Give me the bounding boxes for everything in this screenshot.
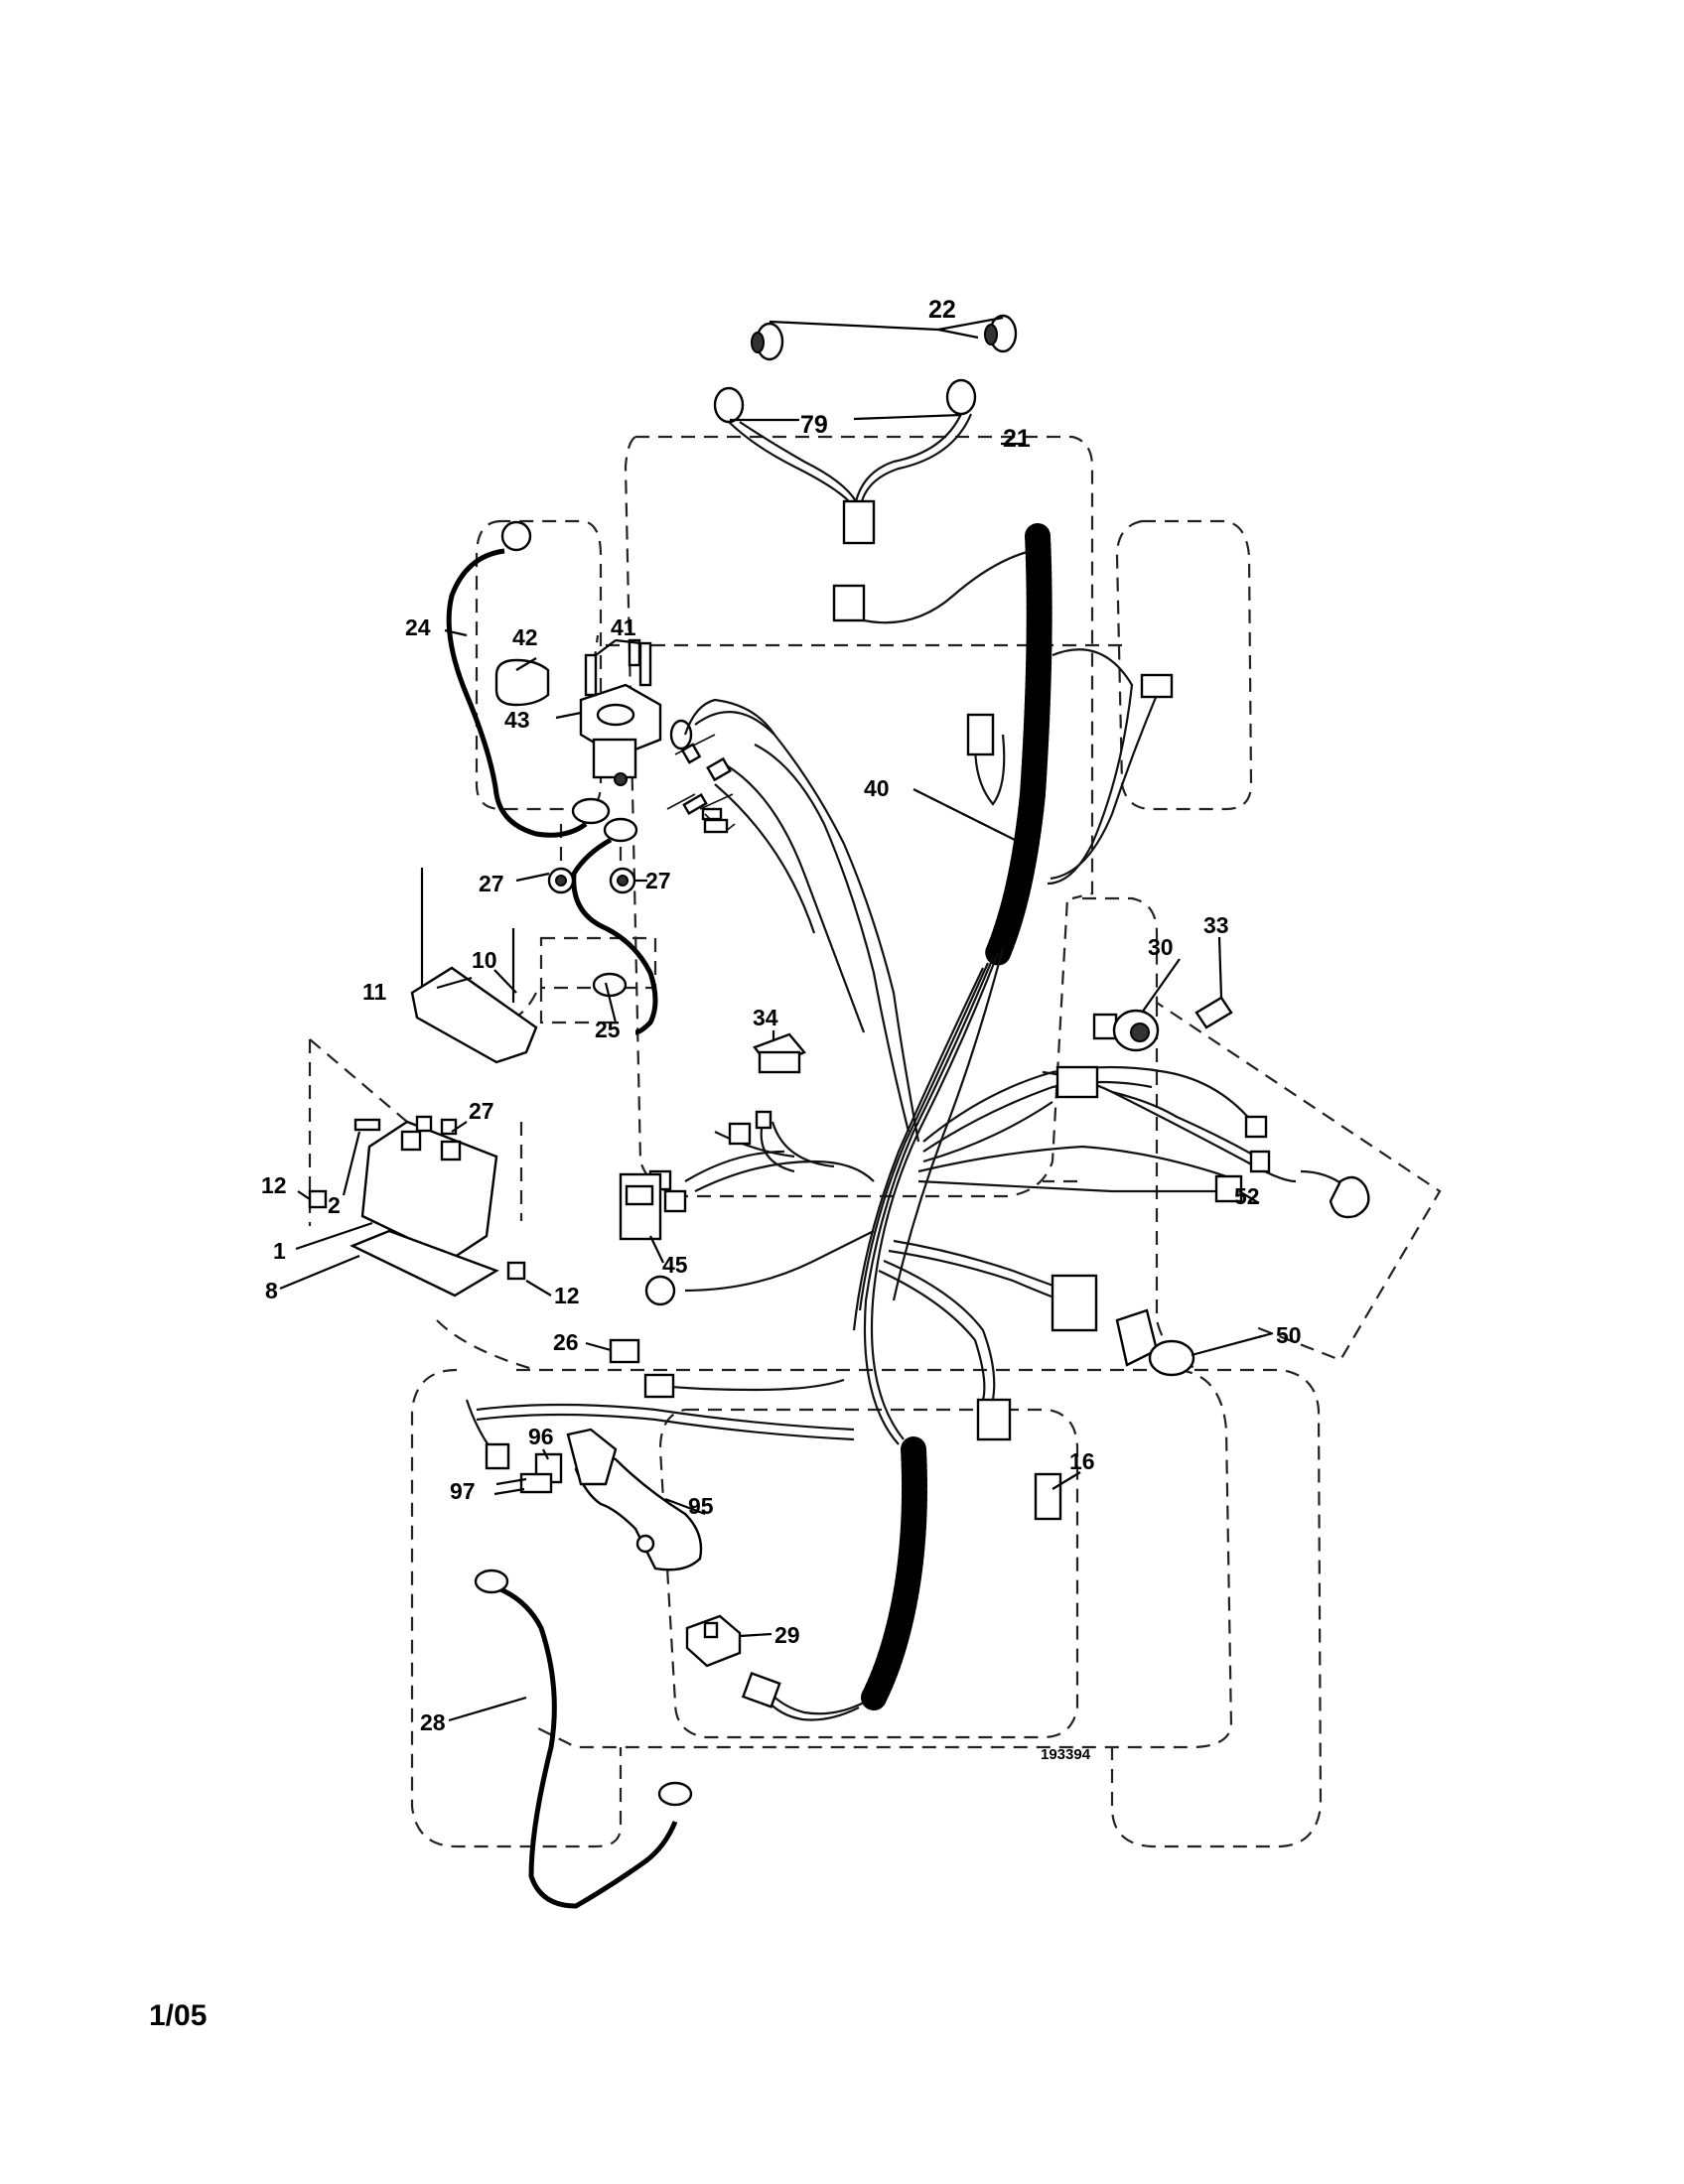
bracket-plate-95 xyxy=(566,1428,618,1486)
nut-12a xyxy=(308,1189,328,1209)
cables xyxy=(446,520,693,1909)
callout-42: 42 xyxy=(512,624,538,650)
ground-terminal-center xyxy=(644,1275,676,1306)
leader-lines xyxy=(279,316,1274,1722)
callout-10: 10 xyxy=(472,947,497,973)
headlight-assembly xyxy=(713,314,1018,622)
headlight-socket-right xyxy=(945,378,977,416)
callout-41: 41 xyxy=(611,614,636,640)
switch-16 xyxy=(1034,1472,1062,1521)
bolt-41b xyxy=(638,641,652,687)
callout-8: 8 xyxy=(265,1278,278,1303)
callout-28: 28 xyxy=(420,1709,446,1735)
battery-cable-24 xyxy=(446,548,588,838)
switch-29 xyxy=(685,1614,742,1668)
callout-11: 11 xyxy=(362,979,387,1005)
battery-cable-25 xyxy=(571,837,658,1035)
page-date: 1/05 xyxy=(149,1999,207,2032)
switch-33 xyxy=(1194,996,1233,1029)
hour-meter-45 xyxy=(619,1172,662,1241)
callout-labels: 22 79 21 24 42 41 43 40 27 27 10 11 25 3… xyxy=(261,296,1302,1735)
ignition-connector xyxy=(1055,1065,1099,1099)
four-pin-connector xyxy=(976,1398,1012,1441)
callout-79: 79 xyxy=(800,411,828,439)
callout-16: 16 xyxy=(1069,1448,1095,1474)
headlight-socket-left xyxy=(713,386,745,424)
callout-21: 21 xyxy=(1003,425,1031,453)
callout-2: 2 xyxy=(328,1192,341,1218)
solenoid-group xyxy=(494,638,775,894)
console-parts xyxy=(619,996,1233,1668)
screw-97 xyxy=(519,1472,553,1494)
callout-40: 40 xyxy=(864,775,890,801)
callout-12-b: 12 xyxy=(554,1283,580,1308)
callout-43: 43 xyxy=(504,707,530,733)
split-loom-upper xyxy=(985,523,1052,966)
callout-22: 22 xyxy=(928,296,956,324)
headlight-connector xyxy=(842,499,876,545)
bolt-2 xyxy=(353,1118,381,1132)
split-loom-lower xyxy=(861,1436,927,1710)
headlight-bulb-lamp xyxy=(1329,1175,1370,1219)
hold-down-11 xyxy=(410,966,538,1064)
six-pin-connector xyxy=(1051,1274,1098,1332)
knob-50 xyxy=(1148,1339,1195,1377)
seat-switch-connector xyxy=(1140,673,1174,699)
callout-95: 95 xyxy=(688,1493,714,1519)
callout-27-c: 27 xyxy=(469,1098,494,1124)
diagram-reference-number: 193394 xyxy=(1041,1746,1091,1763)
callout-96: 96 xyxy=(528,1424,554,1449)
callout-27-a: 27 xyxy=(479,871,504,896)
nut-12b xyxy=(506,1261,526,1281)
battery-tray-8 xyxy=(350,1229,499,1297)
seat-switch-group xyxy=(519,1428,703,1571)
callout-50: 50 xyxy=(1276,1322,1302,1348)
harness-connector-top xyxy=(832,584,866,622)
callout-52: 52 xyxy=(1234,1183,1260,1209)
battery-group xyxy=(308,868,538,1297)
callout-12-a: 12 xyxy=(261,1172,287,1198)
callout-24: 24 xyxy=(405,614,431,640)
callout-25: 25 xyxy=(595,1017,621,1042)
bracket-95 xyxy=(574,1454,703,1571)
callout-27-b: 27 xyxy=(645,868,671,893)
callout-97: 97 xyxy=(450,1478,476,1504)
boot-42 xyxy=(494,658,550,707)
ignition-switch-30 xyxy=(1092,1013,1118,1040)
callout-33: 33 xyxy=(1203,912,1229,938)
tractor-outline xyxy=(308,435,1442,1848)
callout-30: 30 xyxy=(1148,934,1174,960)
callout-34: 34 xyxy=(753,1005,778,1030)
callout-45: 45 xyxy=(662,1252,688,1278)
callout-26: 26 xyxy=(553,1329,579,1355)
callout-29: 29 xyxy=(774,1622,800,1648)
bolt-41a xyxy=(584,653,598,697)
battery-1 xyxy=(360,1120,498,1261)
seat-switch-plug xyxy=(485,1442,510,1470)
callout-1: 1 xyxy=(273,1238,286,1264)
ground-cable-28 xyxy=(492,1583,678,1909)
connector-26 xyxy=(609,1338,640,1364)
